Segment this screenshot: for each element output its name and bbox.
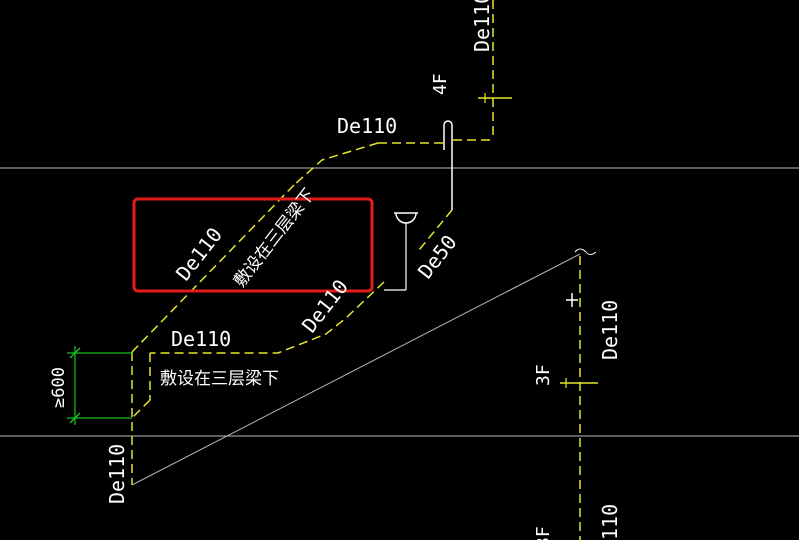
label-floor-4f: 4F bbox=[430, 73, 451, 95]
pipe-left-branch-join bbox=[131, 399, 151, 419]
thin-diagonal-hook bbox=[574, 248, 597, 255]
highlight-box bbox=[132, 197, 374, 293]
label-floor-3f: 3F bbox=[533, 364, 554, 386]
pipe-trap-slant bbox=[418, 209, 453, 251]
dimension-tick-bottom bbox=[69, 412, 81, 424]
label-right-vertical-pipe: De110 bbox=[598, 300, 622, 360]
pipe-long-slant bbox=[131, 184, 295, 353]
label-left-vertical-pipe: De110 bbox=[105, 444, 129, 504]
label-top-pipe: De110 bbox=[337, 114, 397, 138]
pipe-upper-curve bbox=[293, 142, 379, 186]
pipe-lower-slant bbox=[150, 281, 385, 354]
label-slant-pipe: De110 bbox=[171, 223, 227, 285]
label-horizontal-note: 敷设在三层梁下 bbox=[160, 369, 279, 389]
trap-top bbox=[443, 120, 453, 150]
label-bottom-right-pipe: 110 bbox=[598, 504, 622, 540]
label-vent-pipe: De50 bbox=[413, 230, 462, 283]
label-lower-slant-pipe: De110 bbox=[297, 275, 353, 337]
label-top-right-pipe: De110 bbox=[470, 0, 494, 52]
label-bottom-right-partial: 3F bbox=[533, 526, 554, 540]
floor-drain-icon bbox=[394, 212, 418, 224]
label-horizontal-pipe: De110 bbox=[171, 327, 231, 351]
label-dimension: ≥600 bbox=[49, 367, 69, 408]
dimension-tick-top bbox=[69, 347, 81, 359]
thin-diagonal-line bbox=[131, 253, 581, 486]
